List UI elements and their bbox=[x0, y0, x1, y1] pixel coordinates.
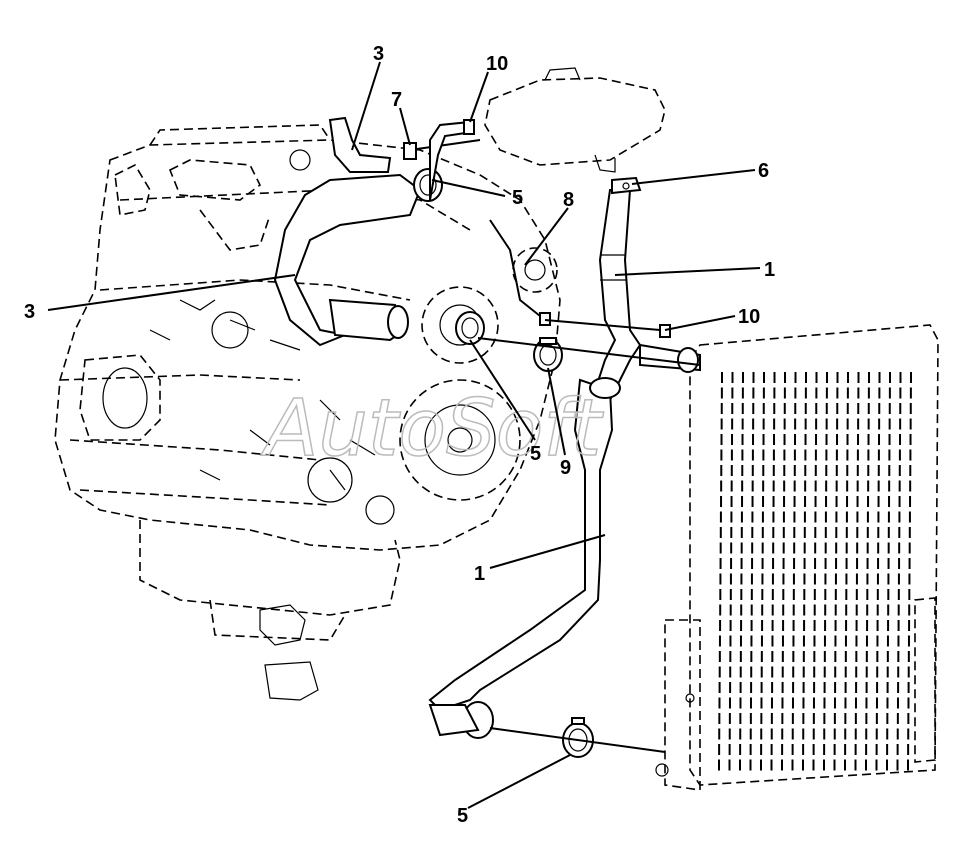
callout-6: 6 bbox=[758, 160, 769, 182]
clamp-5-top bbox=[413, 168, 443, 202]
radiator-core-fins bbox=[718, 372, 912, 771]
vent-line-10-top bbox=[429, 119, 475, 201]
callout-1-lower: 1 bbox=[474, 563, 485, 585]
vent-line-10-right bbox=[544, 319, 671, 338]
clamp-5-middle bbox=[455, 311, 485, 345]
callout-5-bottom: 5 bbox=[457, 805, 468, 827]
callout-1-upper: 1 bbox=[764, 259, 775, 281]
callout-3-left: 3 bbox=[24, 301, 35, 323]
watermark-text: AutoSoft bbox=[260, 384, 604, 474]
radiator bbox=[655, 324, 939, 791]
clamp-5-bottom bbox=[562, 717, 594, 758]
callout-7: 7 bbox=[391, 89, 402, 111]
callout-9: 9 bbox=[560, 457, 571, 479]
clamp-9 bbox=[533, 337, 563, 372]
vent-line-8 bbox=[489, 219, 551, 326]
callout-leaders bbox=[47, 61, 761, 809]
expansion-tank bbox=[484, 67, 666, 173]
callout-3-top: 3 bbox=[373, 43, 384, 65]
callout-5-middle: 5 bbox=[530, 443, 541, 465]
callout-labels: 3 10 7 6 5 8 1 3 10 5 9 1 5 bbox=[24, 43, 775, 827]
clamp-6 bbox=[611, 176, 642, 195]
hose-3 bbox=[273, 116, 422, 347]
hose-1-upper bbox=[590, 189, 642, 401]
callout-10-top: 10 bbox=[486, 53, 508, 75]
callout-10-right: 10 bbox=[738, 306, 760, 328]
pipe-middle bbox=[477, 337, 701, 366]
hose-1-lower bbox=[428, 343, 701, 739]
callout-8: 8 bbox=[563, 189, 574, 211]
pipe-to-radiator-bottom bbox=[489, 727, 666, 753]
callout-5-top: 5 bbox=[512, 187, 523, 209]
